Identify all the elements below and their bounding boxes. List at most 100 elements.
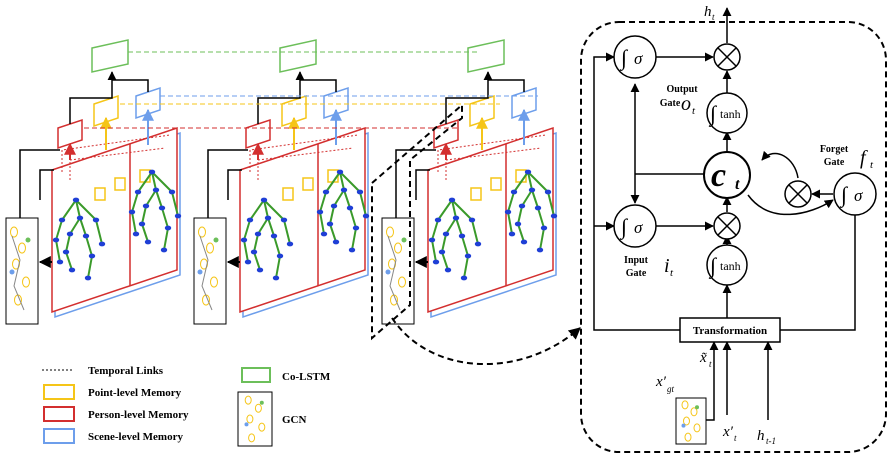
skeleton-joint: [438, 249, 446, 255]
frame-point: [18, 242, 26, 254]
time-step-stack-2: [193, 39, 370, 325]
var-h-t: h: [704, 4, 712, 20]
var-x-t-sub: t: [734, 433, 737, 443]
skeleton-joint: [336, 169, 344, 175]
frame-joint: [401, 237, 407, 243]
skeleton-joint: [348, 247, 356, 253]
skeleton-joint: [442, 231, 450, 237]
thumb-point: [248, 433, 256, 443]
skeleton-joint: [320, 231, 328, 237]
skeleton-bone: [163, 227, 169, 251]
legend: Temporal Links Point-level Memory Person…: [42, 365, 331, 447]
temporal-link: [249, 134, 359, 172]
var-o-t: o: [681, 93, 691, 115]
input-gate-sigma: [613, 204, 657, 248]
skeleton-joint: [52, 237, 60, 243]
skeleton-bone: [431, 239, 437, 263]
skeleton-bone: [75, 199, 81, 219]
skeleton-joint: [152, 187, 160, 193]
skeleton-joint: [514, 221, 522, 227]
output-tanh: [706, 92, 748, 134]
skeleton-joint: [168, 189, 176, 195]
skeleton-joint: [536, 247, 544, 253]
thumb-point: [244, 395, 252, 405]
skeleton-bone: [531, 189, 539, 209]
frame-point: [210, 276, 218, 288]
skeleton-joint: [264, 215, 272, 221]
skeleton-joint: [148, 169, 156, 175]
person-frame: [427, 126, 554, 314]
var-x-tilde-sub: t: [709, 359, 712, 369]
skeleton-joint: [444, 267, 452, 273]
skeleton-joint: [246, 217, 254, 223]
skeleton-bone: [431, 219, 439, 241]
skeleton-bone: [171, 191, 179, 217]
skeleton-joint: [332, 239, 340, 245]
skeleton-joint: [250, 249, 258, 255]
input-frame-figure: [197, 226, 219, 311]
skeleton-joint: [158, 205, 166, 211]
skeleton-bone: [539, 227, 545, 251]
skeleton-bone: [325, 171, 341, 193]
routing: [257, 71, 305, 124]
cell-state-c: c: [711, 157, 726, 194]
person-frame: [239, 126, 366, 314]
forget-gate-label-1: Forget: [820, 144, 849, 155]
legend-temporal-links: Temporal Links: [88, 365, 164, 377]
skeleton-bone: [263, 199, 285, 221]
skeleton-joint: [468, 217, 476, 223]
skeleton-joint: [138, 221, 146, 227]
skeleton-bone: [339, 171, 345, 191]
skeleton-joint: [62, 249, 70, 255]
thumb-joint: [681, 423, 686, 428]
forget-sigma-symbol: σ: [854, 186, 863, 205]
skeleton-joint: [356, 189, 364, 195]
skeleton-joint: [286, 241, 294, 247]
skeleton-bone: [513, 171, 529, 193]
var-f-t-sub: t: [870, 159, 874, 171]
var-o-t-sub: t: [692, 105, 696, 117]
skeleton-joint: [174, 213, 182, 219]
skeleton-bone: [333, 189, 345, 207]
skeleton-joint: [540, 225, 548, 231]
skeleton-joint: [58, 217, 66, 223]
skeleton-bone: [151, 171, 157, 191]
skeleton-bone: [527, 171, 533, 191]
skeleton-bone: [507, 211, 513, 235]
skeleton-bone: [131, 191, 139, 213]
skeleton-joint: [346, 205, 354, 211]
skeleton-joint: [128, 209, 136, 215]
thumb-point: [693, 423, 701, 433]
var-i-t-sub: t: [670, 267, 674, 279]
skeleton-joint: [464, 253, 472, 259]
routing: [227, 169, 242, 200]
skeleton-bone: [349, 207, 357, 229]
skeleton-bone: [451, 199, 457, 219]
svg-text:∫: ∫: [839, 182, 849, 208]
skeleton-joint: [528, 187, 536, 193]
thumb-point: [258, 422, 266, 432]
legend-point-memory: Point-level Memory: [88, 387, 182, 399]
var-x-gt-sub: gt: [667, 384, 675, 394]
legend-gcn: GCN: [282, 414, 307, 426]
input-gate-label-1: Input: [624, 255, 649, 266]
var-i-t: i: [664, 255, 670, 277]
skeleton-bone: [517, 223, 525, 243]
skeleton-bone: [61, 199, 77, 221]
skeleton-bone: [343, 189, 351, 209]
skeleton-joint: [270, 233, 278, 239]
co-lstm-box: [91, 39, 129, 73]
skeleton-bone: [85, 235, 93, 257]
skeleton-bone: [319, 191, 327, 213]
skeleton-joint: [520, 239, 528, 245]
frame-point: [22, 276, 30, 288]
skeleton-joint: [88, 253, 96, 259]
skeleton-bone: [243, 239, 249, 263]
skeleton-bone: [141, 223, 149, 243]
skeleton-bone: [521, 189, 533, 207]
skeleton-bone: [441, 251, 449, 271]
skeleton-joint: [66, 231, 74, 237]
frame-point: [398, 276, 406, 288]
highlight-box: [371, 102, 463, 341]
skeleton-bone: [243, 219, 251, 241]
